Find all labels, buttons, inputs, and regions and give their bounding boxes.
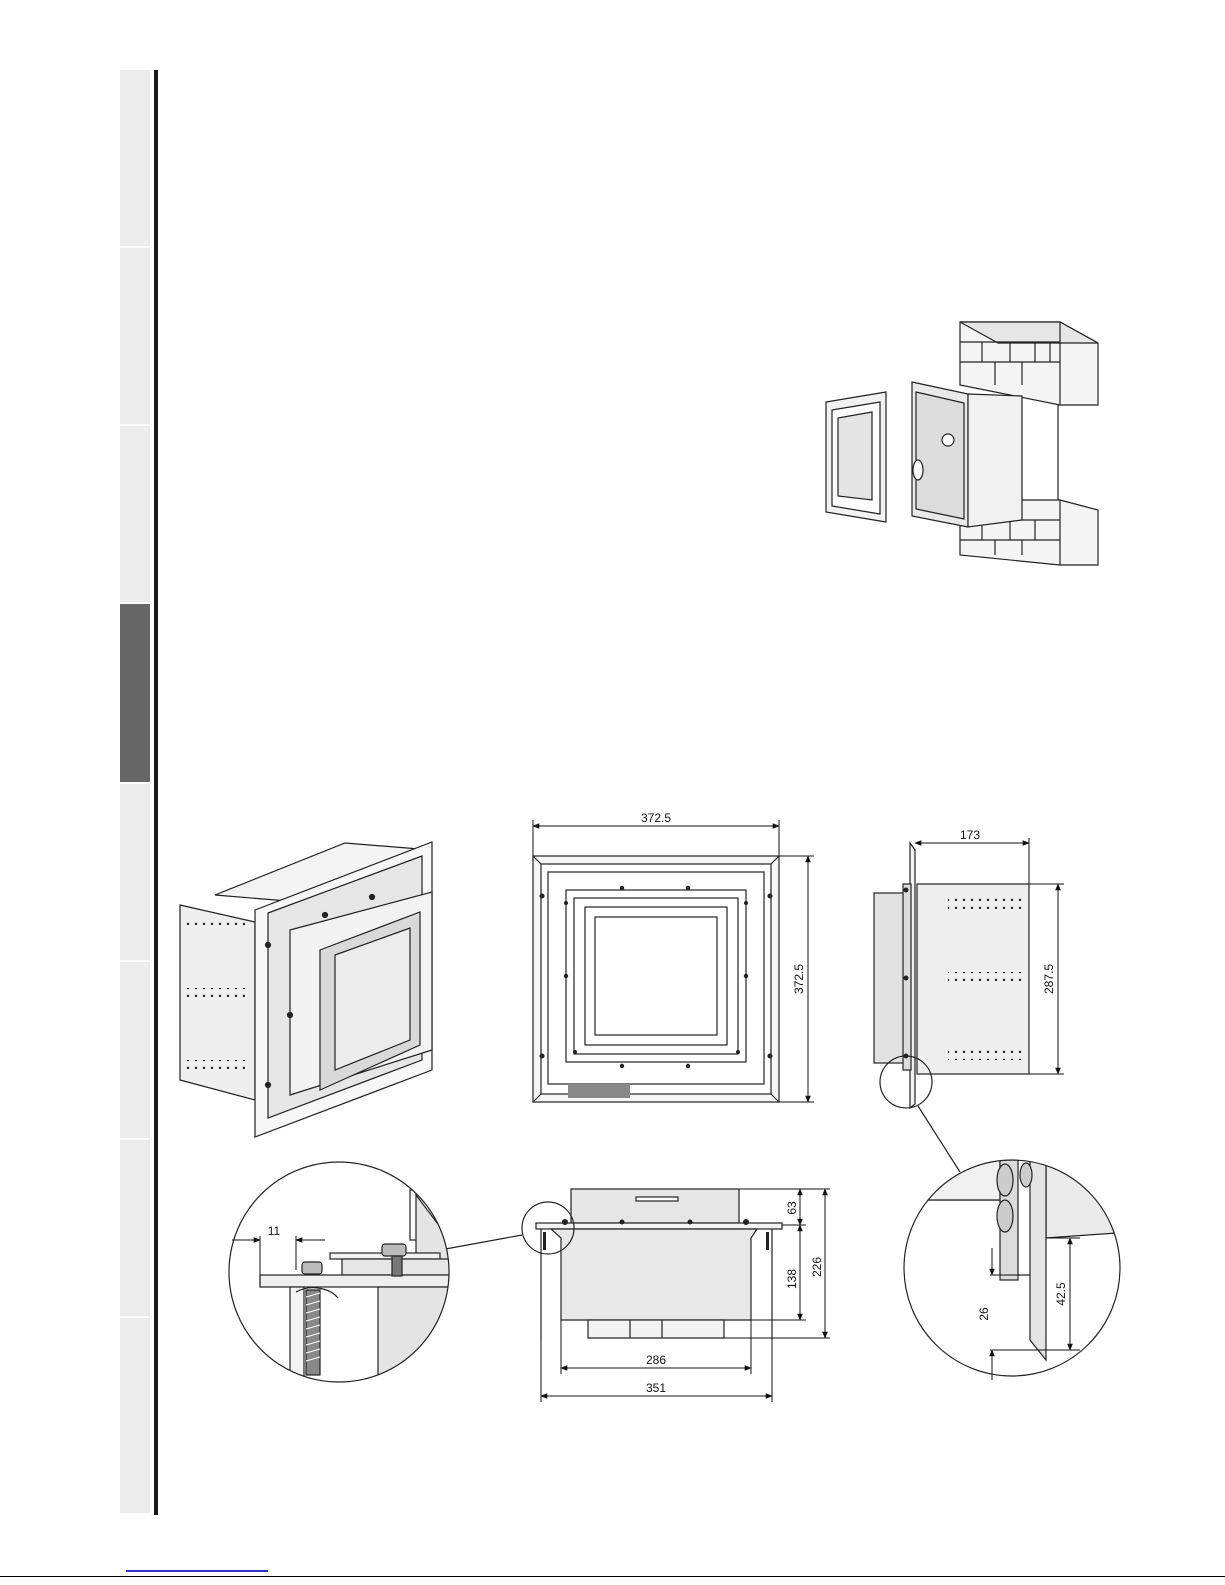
bottom-total-depth-label: 226 xyxy=(810,1257,824,1277)
front-height-label: 372.5 xyxy=(792,964,806,994)
detail-view-left xyxy=(229,1162,452,1407)
isometric-view xyxy=(180,842,432,1137)
front-width-dimension xyxy=(533,820,779,856)
footer-link[interactable] xyxy=(126,1570,268,1572)
side-height-label: 287.5 xyxy=(1042,964,1056,994)
bottom-upper-depth-label: 63 xyxy=(785,1201,799,1215)
detail-right-large-label: 42.5 xyxy=(1054,1282,1068,1306)
footer-divider xyxy=(0,1576,1225,1577)
detail-right-small-label: 26 xyxy=(977,1307,991,1321)
side-depth-dimension xyxy=(915,838,1029,884)
bottom-outer-width-label: 351 xyxy=(646,1381,666,1395)
wall-installation-illustration xyxy=(826,322,1098,565)
detail-left-offset-label: 11 xyxy=(268,1224,281,1238)
side-depth-label: 173 xyxy=(960,828,980,842)
bottom-inner-width-label: 286 xyxy=(646,1353,666,1367)
bottom-lower-depth-label: 138 xyxy=(785,1269,799,1289)
detail-view-right xyxy=(900,1160,1130,1376)
front-view xyxy=(533,856,779,1102)
bottom-view xyxy=(440,1189,782,1340)
side-view xyxy=(874,843,1029,1172)
front-width-label: 372.5 xyxy=(641,811,671,825)
